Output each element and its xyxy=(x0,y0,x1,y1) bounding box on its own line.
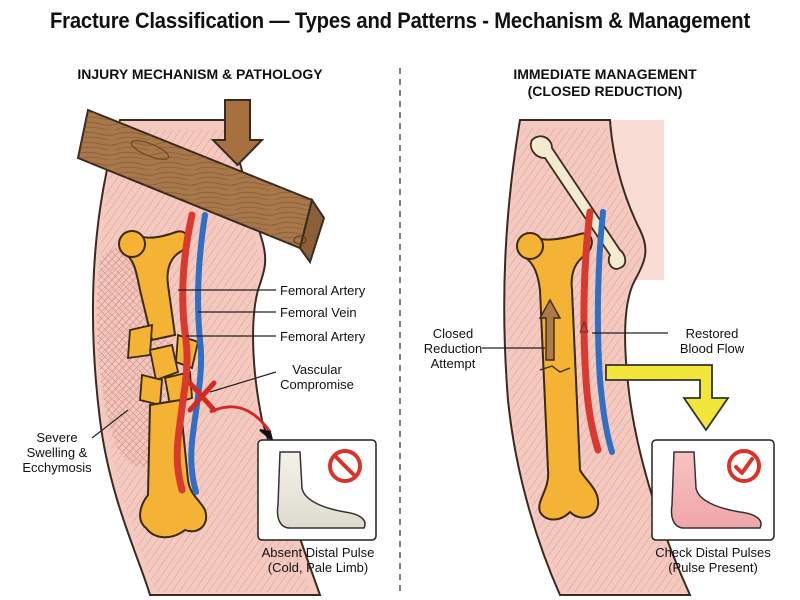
pale-foot xyxy=(276,451,366,529)
label-reduction-line-3: Attempt xyxy=(430,356,476,371)
right-heading-line-1: IMMEDIATE MANAGEMENT xyxy=(513,66,697,82)
femoral-vein xyxy=(188,212,208,495)
label-femoral-artery-1: Femoral Artery xyxy=(280,283,366,298)
reduction-arrow-icon xyxy=(538,298,562,361)
label-reduction-line-1: Closed xyxy=(432,326,474,341)
femur-head xyxy=(118,230,146,258)
left-limb-illustration xyxy=(76,99,377,596)
prohibited-icon xyxy=(328,449,362,483)
femur-lower xyxy=(139,398,208,539)
label-restored-flow: Restored Blood Flow xyxy=(664,326,760,356)
label-vascular-compromise: Vascular Compromise xyxy=(262,362,372,392)
label-flow-line-2: Blood Flow xyxy=(679,341,745,356)
label-swelling-line-1: Severe xyxy=(36,430,78,445)
label-absent-pulse-line-2: (Cold, Pale Limb) xyxy=(267,560,369,575)
bone-fragment xyxy=(127,323,153,360)
label-absent-pulse: Absent Distal Pulse (Cold, Pale Limb) xyxy=(240,545,396,575)
bone-fragment xyxy=(148,343,180,382)
label-vascular-line-1: Vascular xyxy=(292,362,342,377)
label-absent-pulse-line-1: Absent Distal Pulse xyxy=(261,545,375,560)
femoral-vein-restored xyxy=(594,209,615,455)
label-closed-reduction: Closed Reduction Attempt xyxy=(412,326,494,371)
pink-foot xyxy=(670,451,762,529)
check-circle-icon xyxy=(727,449,761,483)
left-panel-heading: INJURY MECHANISM & PATHOLOGY xyxy=(77,66,323,82)
label-swelling-line-3: Ecchymosis xyxy=(22,460,92,475)
wooden-beam xyxy=(76,108,326,265)
label-vascular-line-2: Compromise xyxy=(280,377,354,392)
down-arrow-icon xyxy=(210,99,265,167)
label-severe-swelling: Severe Swelling & Ecchymosis xyxy=(14,430,100,475)
label-femoral-artery-2: Femoral Artery xyxy=(280,329,366,344)
fracture-line xyxy=(539,365,571,373)
femur-head xyxy=(516,232,544,260)
label-check-pulses: Check Distal Pulses (Pulse Present) xyxy=(636,545,790,575)
right-limb-illustration xyxy=(482,119,775,596)
label-flow-line-1: Restored xyxy=(685,326,739,341)
page-title: Fracture Classification — Types and Patt… xyxy=(49,8,751,33)
label-swelling-line-2: Swelling & xyxy=(26,445,88,460)
right-heading-line-2: (CLOSED REDUCTION) xyxy=(527,83,683,99)
femoral-artery xyxy=(173,211,196,494)
vascular-compromise-x xyxy=(187,380,217,413)
label-check-pulses-line-2: (Pulse Present) xyxy=(668,560,758,575)
label-reduction-line-2: Reduction xyxy=(423,341,483,356)
bone-fragment xyxy=(139,373,163,407)
femur-aligned xyxy=(517,232,600,521)
flow-arrow-icon xyxy=(605,364,730,432)
label-femoral-vein: Femoral Vein xyxy=(280,305,357,320)
curved-arrow xyxy=(209,405,272,433)
right-panel-heading: IMMEDIATE MANAGEMENT (CLOSED REDUCTION) xyxy=(430,66,780,100)
label-check-pulses-line-1: Check Distal Pulses xyxy=(655,545,771,560)
femoral-artery-restored xyxy=(580,208,602,454)
